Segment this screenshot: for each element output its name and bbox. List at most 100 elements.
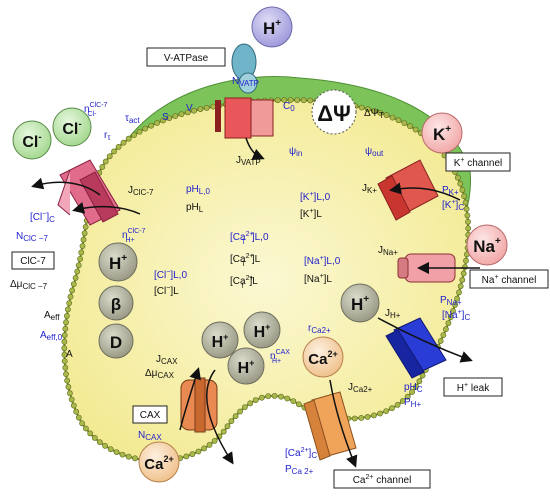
v-atpase-label: V-ATPase	[164, 53, 209, 64]
membrane-bead	[119, 451, 126, 458]
membrane-bead	[63, 319, 69, 326]
membrane-bead	[87, 430, 94, 437]
membrane-bead	[113, 449, 120, 455]
membrane-bead	[210, 103, 216, 110]
membrane-bead	[461, 193, 467, 200]
a-label: A	[66, 349, 73, 360]
ca-t-l0-label: [Ca2+T]L,0	[230, 231, 269, 246]
membrane-bead	[457, 180, 464, 187]
k-channel: K+ K+ channel JK+ PK+ [K+]C	[362, 112, 511, 221]
membrane-bead	[79, 243, 86, 249]
membrane-bead	[136, 128, 143, 135]
membrane-bead	[459, 186, 466, 193]
membrane-bead	[287, 97, 294, 103]
ca-conc-c-label: [Ca2+]C	[285, 447, 317, 460]
membrane-bead	[68, 396, 75, 403]
membrane-bead	[265, 393, 272, 400]
membrane-bead	[70, 402, 77, 409]
k-channel-label: K+ channel	[454, 157, 503, 169]
membrane-bead	[456, 289, 462, 296]
clc7-label: ClC-7	[20, 256, 46, 267]
membrane-bead	[450, 308, 456, 314]
membrane-bead	[160, 117, 166, 124]
membrane-bead	[69, 287, 75, 294]
membrane-bead	[111, 148, 117, 155]
k-ion-text: K+	[433, 124, 451, 144]
membrane-bead	[416, 378, 423, 385]
membrane-bead	[462, 199, 469, 206]
membrane-bead	[61, 338, 68, 345]
h-leak-ion-text: H+	[351, 294, 369, 314]
membrane-bead	[195, 448, 202, 455]
membrane-bead	[115, 143, 122, 150]
v-atpase-pump: V-ATPase H+ NVATP JVATP	[146, 6, 293, 167]
membrane-bead	[407, 123, 413, 130]
membrane-bead	[284, 395, 291, 402]
na-ion-text: Na+	[473, 236, 501, 256]
na-conc-c-label: [Na+]C	[442, 309, 470, 322]
membrane-bead	[460, 270, 467, 277]
na-ion-circle	[466, 224, 508, 266]
clc7-dmu-label: ΔμClC −7	[10, 279, 48, 291]
membrane-bead	[120, 139, 127, 146]
membrane-bead	[307, 97, 314, 104]
ca-j-label: JCa2+	[348, 382, 373, 394]
membrane-bead	[447, 314, 454, 320]
membrane-bead	[232, 413, 239, 420]
ca-r-label: rCa2+	[308, 323, 331, 335]
membrane-bead	[66, 300, 73, 306]
clc7-cl-ion-2-text: Cl-	[62, 119, 81, 138]
cax-ca-ion-text: Ca2+	[144, 454, 173, 473]
membrane-bead	[271, 392, 278, 399]
membrane-bead	[437, 338, 444, 344]
membrane-bead	[274, 97, 281, 104]
membrane-bead	[228, 418, 235, 424]
membrane-bead	[70, 281, 77, 287]
a-eff0-label: Aeff,0	[40, 330, 63, 342]
vatpase-n-label: NVATP	[232, 76, 259, 88]
membrane-bead	[278, 393, 284, 400]
membrane-bead	[102, 442, 108, 449]
clc7-j-label: JClC-7	[128, 185, 154, 197]
membrane-bead	[281, 97, 288, 103]
membrane-bead	[184, 109, 191, 116]
membrane-bead	[73, 408, 80, 415]
membrane-bead	[142, 125, 149, 132]
membrane-bead	[442, 326, 449, 333]
clc7-cl-ion-1	[12, 120, 52, 160]
membrane-bead	[172, 113, 179, 119]
membrane-bead	[241, 404, 248, 410]
membrane-bead	[102, 158, 109, 165]
membrane-bead	[358, 414, 365, 421]
membrane-bead	[201, 445, 207, 452]
membrane-bead	[457, 283, 464, 290]
membrane-bead	[125, 453, 132, 460]
membrane-bead	[80, 236, 87, 243]
clc7-conc-c-label: [Cl−]C	[30, 211, 55, 224]
membrane-bead	[203, 105, 210, 111]
ca-ion-circle	[302, 336, 344, 378]
membrane-bead	[106, 153, 113, 160]
cl-l-label: [Cl−]L	[154, 285, 179, 297]
delta-psi-t-label: ΔΨT	[364, 108, 384, 120]
cl-l0-label: [Cl−]L,0	[154, 269, 187, 281]
membrane-bead	[463, 257, 469, 264]
membrane-bead	[166, 115, 173, 122]
membrane-bead	[61, 332, 68, 339]
membrane-bead	[224, 423, 231, 430]
membrane-bead	[125, 135, 132, 142]
membrane-bead	[131, 132, 137, 138]
membrane-bead	[191, 107, 197, 114]
vatpase-h-ion-circle	[251, 6, 293, 48]
membrane-bead	[252, 397, 259, 403]
clc7-n-label: NClC −7	[16, 231, 48, 243]
membrane-bead	[78, 249, 85, 256]
cax-h-ion-1-text: H+	[212, 332, 229, 351]
membrane-bead	[67, 390, 73, 397]
membrane-bead	[295, 401, 302, 408]
membrane-bead	[74, 268, 81, 275]
membrane-bead	[64, 312, 70, 319]
